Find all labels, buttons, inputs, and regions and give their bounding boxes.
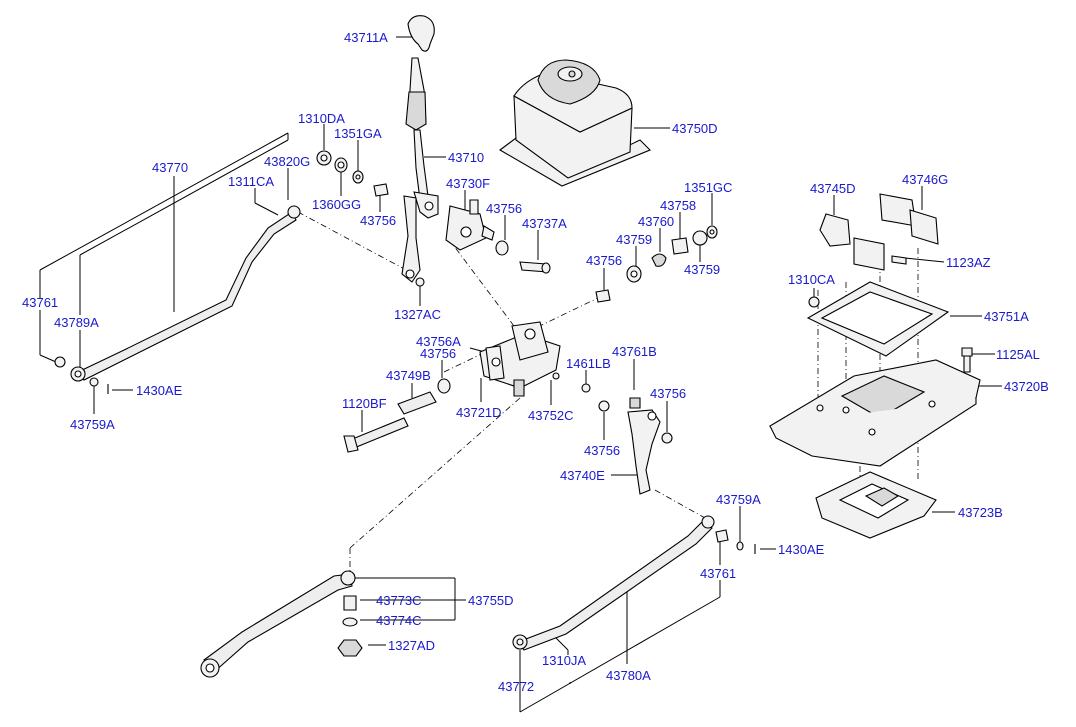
shift-boot: [499, 59, 651, 187]
part-labels: 43711A 43750D 1310DA 1351GA 43770 43820G…: [22, 30, 1049, 694]
label-1461LB: 1461LB: [566, 356, 611, 371]
label-43774C: 43774C: [376, 613, 422, 628]
label-1311CA: 1311CA: [228, 174, 274, 189]
label-1120BF: 1120BF: [342, 396, 387, 411]
label-43759A-b: 43759A: [716, 492, 761, 507]
label-43773C: 43773C: [376, 593, 422, 608]
select-lever: [598, 397, 673, 495]
label-1310DA: 1310DA: [298, 111, 345, 126]
label-43758: 43758: [660, 198, 696, 213]
lever-bracket: [445, 199, 495, 251]
label-43820G: 43820G: [264, 154, 310, 169]
label-43755D: 43755D: [468, 593, 514, 608]
label-43721D: 43721D: [456, 405, 502, 420]
label-43759-a: 43759: [616, 232, 652, 247]
label-43756-f: 43756: [650, 386, 686, 401]
label-1327AC: 1327AC: [394, 307, 441, 322]
label-43751A: 43751A: [984, 309, 1029, 324]
label-1125AL: 1125AL: [996, 347, 1040, 362]
label-1310CA: 1310CA: [788, 272, 835, 287]
label-43710: 43710: [448, 150, 484, 165]
label-43780A: 43780A: [606, 668, 651, 683]
label-43756-d: 43756: [420, 346, 456, 361]
base-plate: [768, 359, 981, 467]
label-43770: 43770: [152, 160, 188, 175]
label-43749B: 43749B: [386, 368, 431, 383]
boot-brackets: [819, 193, 939, 271]
label-43745D: 43745D: [810, 181, 856, 196]
label-1430AE-a: 1430AE: [136, 383, 183, 398]
label-43730F: 43730F: [446, 176, 490, 191]
shift-rod-right: [512, 515, 756, 651]
mount-bolt: [961, 347, 973, 373]
shift-knob: [407, 15, 435, 52]
label-43761-b: 43761: [700, 566, 736, 581]
label-1360GG: 1360GG: [312, 197, 361, 212]
select-rod: [200, 570, 363, 678]
pivot-bolt-and-pipe: [343, 391, 437, 453]
label-43750D: 43750D: [672, 121, 718, 136]
label-43756-c: 43756: [586, 253, 622, 268]
shift-lever: [401, 57, 439, 283]
gasket: [806, 281, 950, 357]
label-43759A-a: 43759A: [70, 417, 115, 432]
gasket-nut: [808, 296, 820, 308]
label-43737A: 43737A: [522, 216, 567, 231]
label-43756-a: 43756: [360, 213, 396, 228]
select-lever-hardware: [595, 225, 718, 303]
bottom-cover: [815, 471, 937, 539]
label-43746G: 43746G: [902, 172, 948, 187]
label-43789A: 43789A: [54, 315, 99, 330]
label-1123AZ: 1123AZ: [946, 255, 991, 270]
lever-hardware: [316, 150, 425, 287]
label-43756A: 43756A: [416, 334, 461, 349]
label-43752C: 43752C: [528, 408, 574, 423]
label-43760: 43760: [638, 214, 674, 229]
label-43756-e: 43756: [584, 443, 620, 458]
shift-rod-left: [54, 205, 301, 394]
label-43711A: 43711A: [344, 30, 388, 45]
label-1430AE-b: 1430AE: [778, 542, 825, 557]
label-43761B: 43761B: [612, 344, 657, 359]
label-1351GC: 1351GC: [684, 180, 732, 195]
bushing-pin: [495, 240, 551, 274]
label-43756-b: 43756: [486, 201, 522, 216]
label-43761-a: 43761: [22, 295, 58, 310]
center-bracket: [437, 321, 591, 397]
label-43759-b: 43759: [684, 262, 720, 277]
label-43723B: 43723B: [958, 505, 1003, 520]
label-43772: 43772: [498, 679, 534, 694]
label-43740E: 43740E: [560, 468, 605, 483]
label-1310JA: 1310JA: [542, 653, 586, 668]
label-1351GA: 1351GA: [334, 126, 382, 141]
label-1327AD: 1327AD: [388, 638, 435, 653]
label-43720B: 43720B: [1004, 379, 1049, 394]
